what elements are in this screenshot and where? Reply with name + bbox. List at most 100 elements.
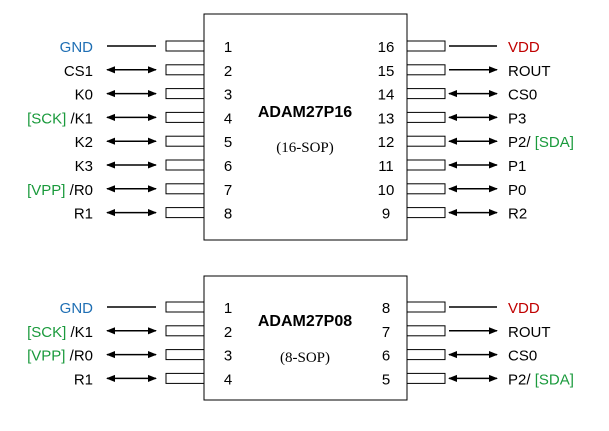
pin-label: P3 — [508, 110, 526, 127]
pin-label: K3 — [75, 158, 93, 175]
pin-number: 4 — [224, 110, 232, 127]
pin-number: 3 — [224, 348, 232, 365]
pin-9: 9 R2 — [382, 206, 527, 223]
pin-label: K0 — [75, 87, 93, 104]
pin-2: 2 [SCK] /K1 — [27, 324, 232, 341]
pin-pad — [165, 207, 205, 219]
pin-pad — [165, 64, 205, 76]
pin-label: [VPP] /R0 — [27, 348, 93, 365]
pin-number: 8 — [382, 300, 390, 317]
pin-pad — [165, 88, 205, 100]
pin-pad — [165, 135, 205, 147]
pin-number: 9 — [382, 206, 390, 223]
pin-pad — [406, 372, 446, 384]
pin-label: R1 — [74, 371, 93, 388]
pin-number: 2 — [224, 63, 232, 80]
pin-pad — [406, 64, 446, 76]
pin-label: [VPP] /R0 — [27, 182, 93, 199]
pin-8: 8 VDD — [382, 300, 540, 317]
pin-label: VDD — [508, 300, 540, 317]
pin-15: 15 ROUT — [378, 63, 551, 80]
pin-pad — [406, 325, 446, 337]
chip-body — [203, 275, 408, 401]
pin-5: 5 K2 — [75, 134, 233, 151]
pin-number: 1 — [224, 39, 232, 56]
pin-label: [SCK] /K1 — [27, 324, 93, 341]
pin-number: 1 — [224, 300, 232, 317]
chip-body — [203, 13, 408, 241]
pin-pad — [165, 349, 205, 361]
pin-number: 5 — [224, 134, 232, 151]
pin-label: R2 — [508, 206, 527, 223]
pin-pad — [165, 159, 205, 171]
pin-pad — [165, 40, 205, 52]
pin-3: 3 K0 — [75, 87, 233, 104]
pin-label: VDD — [508, 39, 540, 56]
pin-pad — [406, 88, 446, 100]
pin-6: 6 CS0 — [382, 348, 537, 365]
pin-label: [SCK] /K1 — [27, 110, 93, 127]
pin-1: 1 GND — [60, 300, 233, 317]
pin-number: 13 — [378, 110, 395, 127]
pin-label: ROUT — [508, 63, 551, 80]
pin-label: CS0 — [508, 348, 537, 365]
pin-pad — [406, 111, 446, 123]
pin-10: 10 P0 — [378, 182, 527, 199]
pin-3: 3 [VPP] /R0 — [27, 348, 232, 365]
pin-pad — [165, 183, 205, 195]
pin-label: K2 — [75, 134, 93, 151]
pin-label: GND — [60, 39, 94, 56]
pin-pad — [165, 301, 205, 313]
pin-pad — [406, 40, 446, 52]
pin-number: 3 — [224, 87, 232, 104]
pin-2: 2 CS1 — [64, 63, 232, 80]
pin-label: P0 — [508, 182, 526, 199]
pin-label: R1 — [74, 206, 93, 223]
chip-package: (8-SOP) — [280, 350, 330, 366]
chip-adam27p16: ADAM27P16 (16-SOP) 1 GND 2 CS1 3 K0 4 [SCK] /K1… — [27, 13, 574, 241]
chip-adam27p08: ADAM27P08 (8-SOP) 1 GND 2 [SCK] /K1 3 [VPP] /… — [27, 275, 574, 401]
pin-6: 6 K3 — [75, 158, 233, 175]
chip-package: (16-SOP) — [276, 140, 334, 156]
pin-label: CS0 — [508, 87, 537, 104]
chip-name: ADAM27P08 — [258, 313, 352, 330]
pin-number: 8 — [224, 206, 232, 223]
pin-14: 14 CS0 — [378, 87, 538, 104]
pin-label: CS1 — [64, 63, 93, 80]
pin-pad — [406, 349, 446, 361]
pin-number: 5 — [382, 371, 390, 388]
pin-number: 6 — [224, 158, 232, 175]
pin-pad — [165, 372, 205, 384]
pin-11: 11 P1 — [378, 158, 526, 175]
pin-pad — [406, 135, 446, 147]
pin-4: 4 [SCK] /K1 — [27, 110, 232, 127]
pin-number: 6 — [382, 348, 390, 365]
pin-pad — [165, 325, 205, 337]
pin-4: 4 R1 — [74, 371, 232, 388]
pin-label: GND — [60, 300, 94, 317]
pin-label: ROUT — [508, 324, 551, 341]
pin-pad — [406, 183, 446, 195]
pin-number: 15 — [378, 63, 395, 80]
pin-number: 11 — [378, 158, 394, 175]
pin-number: 2 — [224, 324, 232, 341]
pin-number: 10 — [378, 182, 395, 199]
chip-name: ADAM27P16 — [258, 104, 352, 121]
pin-label: P2/ [SDA] — [508, 134, 574, 151]
pin-pad — [406, 207, 446, 219]
pin-5: 5 P2/ [SDA] — [382, 371, 574, 388]
pin-number: 7 — [224, 182, 232, 199]
pin-7: 7 [VPP] /R0 — [27, 182, 232, 199]
pin-number: 14 — [378, 87, 395, 104]
pin-12: 12 P2/ [SDA] — [378, 134, 574, 151]
pin-number: 4 — [224, 371, 232, 388]
pin-number: 12 — [378, 134, 395, 151]
pin-pad — [165, 111, 205, 123]
pin-label: P1 — [508, 158, 526, 175]
pin-1: 1 GND — [60, 39, 233, 56]
pin-label: P2/ [SDA] — [508, 371, 574, 388]
pin-pad — [406, 159, 446, 171]
